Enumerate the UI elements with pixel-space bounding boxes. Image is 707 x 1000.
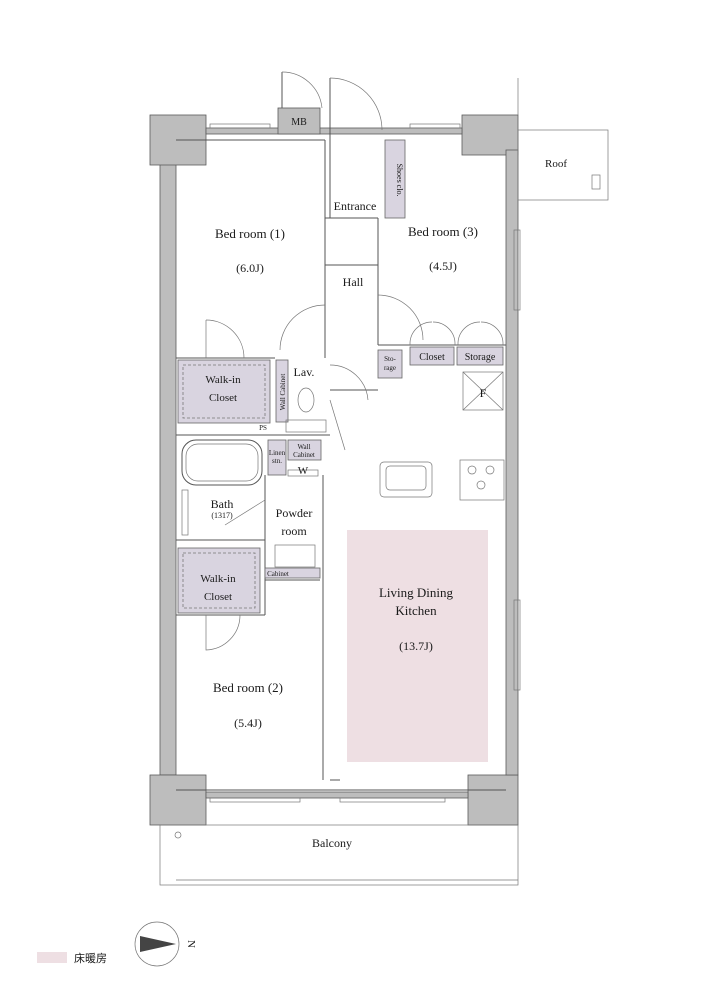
entrance-door (281, 71, 383, 131)
label-ldk-line1: Living Dining (379, 585, 454, 600)
label-lav: Lav. (294, 365, 315, 379)
balcony-outline (159, 78, 519, 886)
label-bed3-size: (4.5J) (429, 259, 457, 273)
partitions (176, 130, 506, 791)
label-ldk-size: (13.7J) (399, 639, 433, 653)
label-powder-room: Powder room (276, 506, 313, 538)
windows (209, 123, 521, 803)
closet-bed3 (409, 346, 455, 366)
walk-in-closet-1 (177, 359, 271, 424)
label-hall: Hall (343, 275, 364, 289)
label-closet: Closet (419, 352, 445, 363)
label-bed1-size: (6.0J) (236, 261, 264, 275)
label-entrance: Entrance (334, 199, 377, 213)
label-bath-name: Bath (211, 497, 234, 511)
shoes-closet (384, 139, 406, 219)
fixtures (181, 371, 505, 568)
storage-small (377, 349, 403, 379)
lav-wall-cabinet (275, 359, 289, 423)
label-f: F (480, 386, 487, 400)
wic1-line2: Closet (209, 392, 237, 404)
legend-label: 床暖房 (74, 951, 107, 965)
walk-in-closet-2 (177, 547, 261, 614)
wic2-line1: Walk-in (200, 573, 236, 585)
label-mb: MB (291, 117, 307, 128)
label-wall-cabinet-vertical: Wall Cabinet (279, 374, 287, 411)
storage-small-line2: rage (384, 364, 396, 372)
label-shoes-closet: Shoes clo. (395, 164, 404, 197)
powder-line1: Powder (276, 506, 313, 520)
legend-swatch (37, 952, 67, 963)
powder-line2: room (281, 524, 307, 538)
floor-heating-area (347, 530, 488, 762)
label-ps: PS (259, 424, 267, 432)
wic1-line1: Walk-in (205, 374, 241, 386)
compass-arrow-icon (140, 936, 176, 952)
outer-walls (149, 107, 519, 826)
wall-cabinet-box (287, 439, 322, 461)
label-storage: Storage (465, 352, 496, 363)
roof-outline (517, 129, 609, 201)
legend: 床暖房 (37, 951, 107, 965)
linen-line1: Linen (269, 449, 286, 457)
label-bath-size: (1317) (211, 511, 233, 520)
wall-cabinet-line2: Cabinet (293, 451, 315, 459)
label-bed2-size: (5.4J) (234, 716, 262, 730)
label-bed2-name: Bed room (2) (213, 680, 283, 695)
compass-north-label: N (185, 940, 197, 948)
linen-storage (267, 439, 287, 476)
label-balcony: Balcony (312, 836, 352, 850)
linen-line2: stn. (272, 457, 282, 465)
label-washer: W (298, 465, 309, 477)
label-bed3-name: Bed room (3) (408, 224, 478, 239)
label-storage-small: Sto-rage (384, 355, 397, 372)
label-cabinet: Cabinet (267, 570, 289, 578)
wic2-line2: Closet (204, 591, 232, 603)
wall-cabinet-line1: Wall (297, 443, 310, 451)
storage-small-line1: Sto- (384, 355, 396, 363)
cabinet-strip (264, 567, 321, 579)
compass: N (134, 921, 197, 967)
label-roof: Roof (545, 158, 567, 170)
label-bed1-name: Bed room (1) (215, 226, 285, 241)
door-swings (205, 294, 504, 651)
storage-bed3 (456, 346, 504, 366)
label-ldk-line2: Kitchen (395, 603, 437, 618)
